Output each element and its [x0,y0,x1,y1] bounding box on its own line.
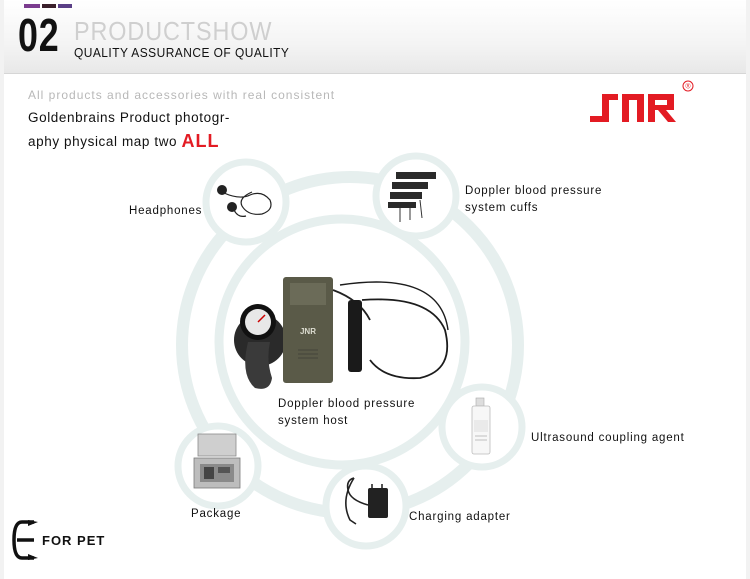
intro-line: aphy physical map two ALL [28,131,220,152]
headphones-icon [217,185,272,217]
product-label-gel: Ultrasound coupling agent [531,432,685,444]
product-label-host: Doppler blood pressure system host [278,396,415,429]
header-accent-strip [42,4,56,8]
product-label-line: Doppler blood pressure [278,398,416,410]
adapter-icon [345,477,388,525]
headphones-circle [202,158,290,246]
gel-bottle-icon [471,397,491,455]
product-label-cuffs: Doppler blood pressure system cuffs [465,183,602,216]
package-case-icon [193,433,241,489]
svg-text:JNR: JNR [300,327,316,336]
section-header [4,0,746,74]
section-subtitle: QUALITY ASSURANCE OF QUALITY [74,45,290,60]
cuffs-icon [388,172,436,222]
product-label-line: system host [278,414,349,427]
intro-line-text: aphy physical map two [28,134,178,149]
forpet-logo-icon [12,520,38,560]
center-circle [214,214,470,470]
jnr-logo-icon: ® [590,80,694,122]
doppler-host-icon: JNR [234,277,449,389]
brand-logo: ® [588,80,698,128]
product-label-line: Doppler blood pressure [465,185,603,197]
footer-label: FOR PET [42,533,106,548]
header-accent-strip [24,4,40,8]
registered-mark: ® [685,83,691,91]
adapter-circle [322,462,410,550]
intro-highlight: ALL [181,131,220,151]
section-title: PRODUCTSHOW [74,16,273,46]
intro-line: All products and accessories with real c… [28,88,336,102]
intro-line: Goldenbrains Product photogr- [28,110,231,125]
product-label-adapter: Charging adapter [409,511,511,523]
product-label-package: Package [191,508,242,520]
section-number: 02 [18,9,60,61]
product-label-line: system cuffs [465,201,539,214]
product-label-headphones: Headphones [129,205,203,217]
header-accent-strip [58,4,72,8]
